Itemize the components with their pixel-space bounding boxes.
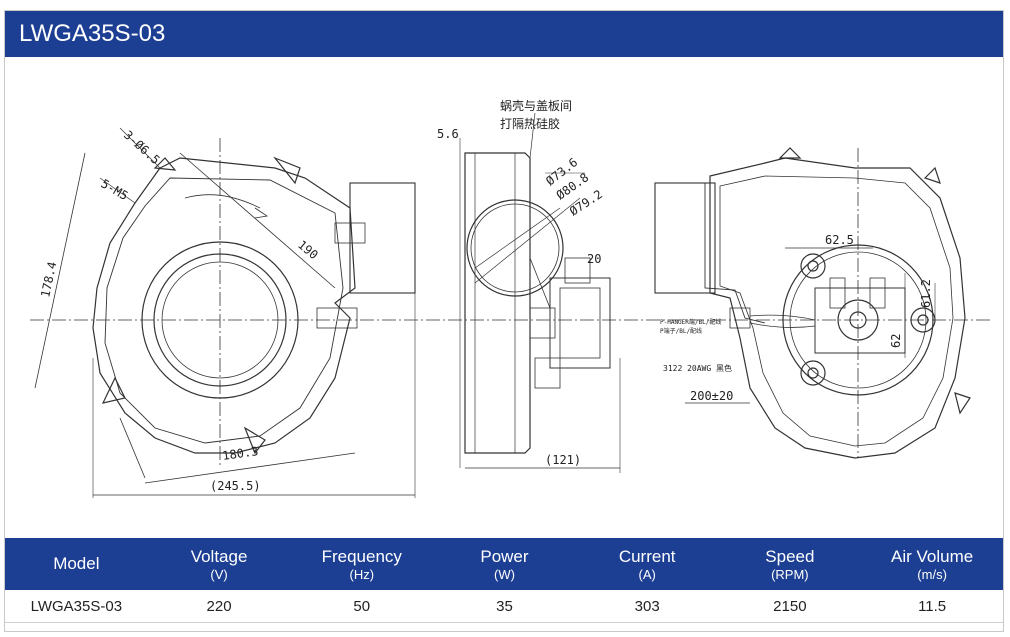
- cell-power: 35: [433, 590, 576, 623]
- header-air-volume: Air Volume(m/s): [861, 538, 1003, 590]
- label-dim-190: 190: [295, 238, 321, 263]
- label-wire-spec: 3122 20AWG 黑色: [663, 363, 732, 373]
- header-voltage: Voltage(V): [147, 538, 291, 590]
- label-dim-62: 62: [889, 334, 903, 348]
- spec-table: Model Voltage(V) Frequency(Hz) Power(W) …: [5, 538, 1003, 623]
- label-dim-121: (121): [545, 453, 581, 467]
- label-note-line2: 打隔热硅胶: [500, 116, 560, 131]
- header-model: Model: [5, 538, 148, 590]
- label-dim-180: 180.3: [221, 444, 259, 463]
- technical-drawing: 3-Ø6.5 5-M5 190 178.4 180.3 (245.5) 蜗壳与盖…: [5, 58, 1003, 536]
- label-holes-5: 5-M5: [99, 176, 131, 203]
- cell-frequency: 50: [290, 590, 434, 623]
- label-wire-b: P端子/BL/配线: [660, 327, 702, 335]
- drawing-svg: 3-Ø6.5 5-M5 190 178.4 180.3 (245.5) 蜗壳与盖…: [30, 98, 990, 498]
- label-dim-200: 200±20: [690, 389, 733, 403]
- label-note-line1: 蜗壳与盖板间: [500, 98, 572, 113]
- front-view: [34, 127, 416, 498]
- back-view: [654, 147, 971, 459]
- label-dim-61-2: 61.2: [919, 279, 933, 308]
- label-dim-62-5: 62.5: [825, 233, 854, 247]
- label-dim-178: 178.4: [38, 260, 59, 298]
- cell-speed: 2150: [718, 590, 862, 623]
- cell-model: LWGA35S-03: [5, 590, 148, 623]
- header-frequency: Frequency(Hz): [290, 538, 434, 590]
- title-bar: LWGA35S-03: [5, 11, 1003, 57]
- label-wire-a: P-HANGER端/BL/配线: [660, 318, 721, 326]
- page-title: LWGA35S-03: [19, 20, 166, 47]
- cell-voltage: 220: [147, 590, 291, 623]
- header-speed: Speed(RPM): [718, 538, 862, 590]
- cell-air-volume: 11.5: [861, 590, 1003, 623]
- label-dim-20: 20: [587, 252, 601, 266]
- label-dim-5-6: 5.6: [437, 127, 459, 141]
- header-power: Power(W): [433, 538, 576, 590]
- side-view: [459, 112, 621, 473]
- spec-data-row: LWGA35S-03 220 50 35 303 2150 11.5: [5, 590, 1003, 623]
- spec-header-row: Model Voltage(V) Frequency(Hz) Power(W) …: [5, 538, 1003, 590]
- label-dim-245: (245.5): [210, 479, 261, 493]
- header-current: Current(A): [575, 538, 719, 590]
- label-holes-3: 3-Ø6.5: [121, 128, 163, 167]
- page-frame: [4, 10, 1004, 632]
- cell-current: 303: [575, 590, 719, 623]
